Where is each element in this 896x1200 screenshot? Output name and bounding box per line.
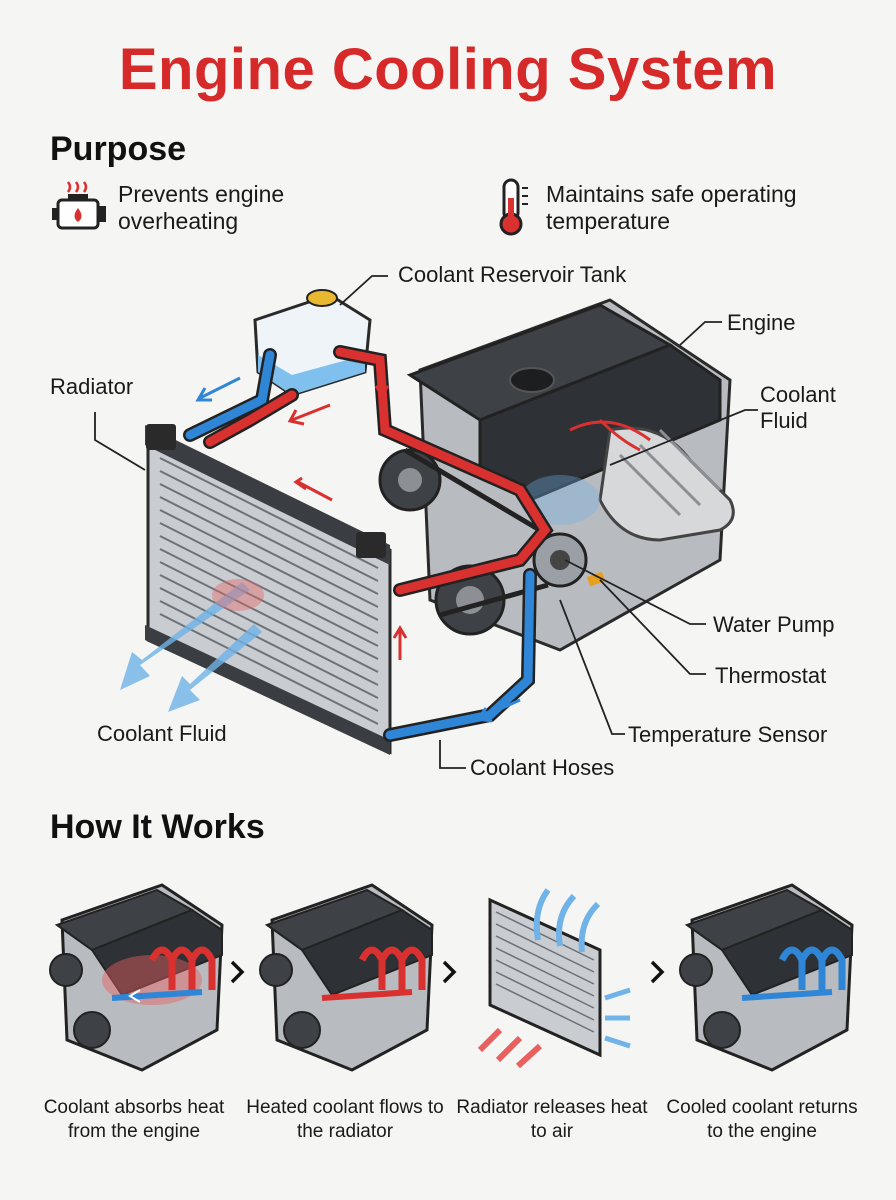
- step-4-engine: [679, 883, 854, 1072]
- thermometer-icon: [499, 178, 528, 236]
- label-coolant-hoses: Coolant Hoses: [470, 755, 615, 780]
- label-reservoir: Coolant Reservoir Tank: [398, 262, 627, 287]
- label-radiator: Radiator: [50, 374, 134, 399]
- step-caption-2: Heated coolant flows to the radiator: [246, 1097, 444, 1142]
- label-coolant-fluid-left: Coolant Fluid: [97, 721, 227, 746]
- step-caption-3: Radiator releases heat to air: [456, 1097, 648, 1142]
- engine: [378, 298, 735, 652]
- radiator: [145, 424, 392, 755]
- purpose-item-1: Prevents engine overheating: [118, 181, 285, 234]
- airflow-arrows: [120, 579, 264, 712]
- leader-lines: [94, 275, 758, 769]
- label-thermostat: Thermostat: [715, 663, 827, 688]
- how-it-works-heading: How It Works: [50, 808, 265, 846]
- step-1-engine: [49, 883, 224, 1072]
- step-2-engine: [259, 883, 434, 1072]
- purpose-heading: Purpose: [50, 130, 187, 168]
- chevron-right-icon: [230, 960, 665, 984]
- coolant-hoses: [183, 345, 554, 742]
- label-engine: Engine: [727, 310, 796, 335]
- purpose-item-2: Maintains safe operating temperature: [546, 181, 797, 234]
- page-title: Engine Cooling System: [118, 37, 778, 102]
- flow-arrows: [195, 370, 521, 723]
- label-coolant-fluid-right: Coolant Fluid: [760, 382, 836, 433]
- coolant-reservoir: [253, 289, 372, 397]
- step-caption-1: Coolant absorbs heat from the engine: [43, 1097, 225, 1142]
- step-caption-4: Cooled coolant returns to the engine: [666, 1097, 858, 1142]
- engine-overheat-icon: [52, 181, 106, 230]
- label-temperature-sensor: Temperature Sensor: [628, 722, 828, 747]
- label-water-pump: Water Pump: [713, 612, 835, 637]
- step-3-radiator: [477, 888, 631, 1069]
